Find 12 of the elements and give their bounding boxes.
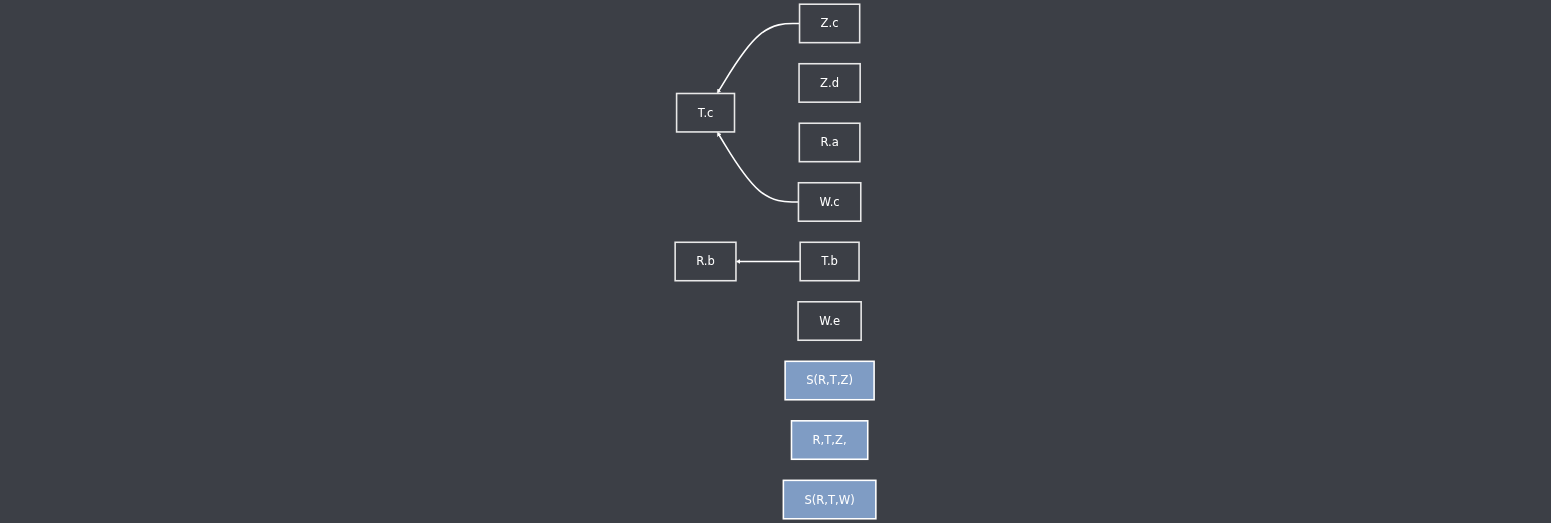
node-box: T.c: [675, 92, 736, 133]
node-box: R,T,Z,: [790, 420, 869, 461]
node-box: W.e: [797, 301, 862, 342]
node-box: R.b: [674, 241, 737, 282]
node-box: T.b: [799, 241, 860, 282]
arrow: [735, 259, 801, 264]
node-box: Z.c: [798, 3, 861, 44]
node-box: R.a: [798, 122, 861, 163]
node-box: S(R,T,Z): [784, 360, 875, 401]
node-box: S(R,T,W): [782, 479, 877, 520]
node-box: W.c: [797, 181, 862, 222]
node-box: Z.d: [798, 62, 861, 103]
